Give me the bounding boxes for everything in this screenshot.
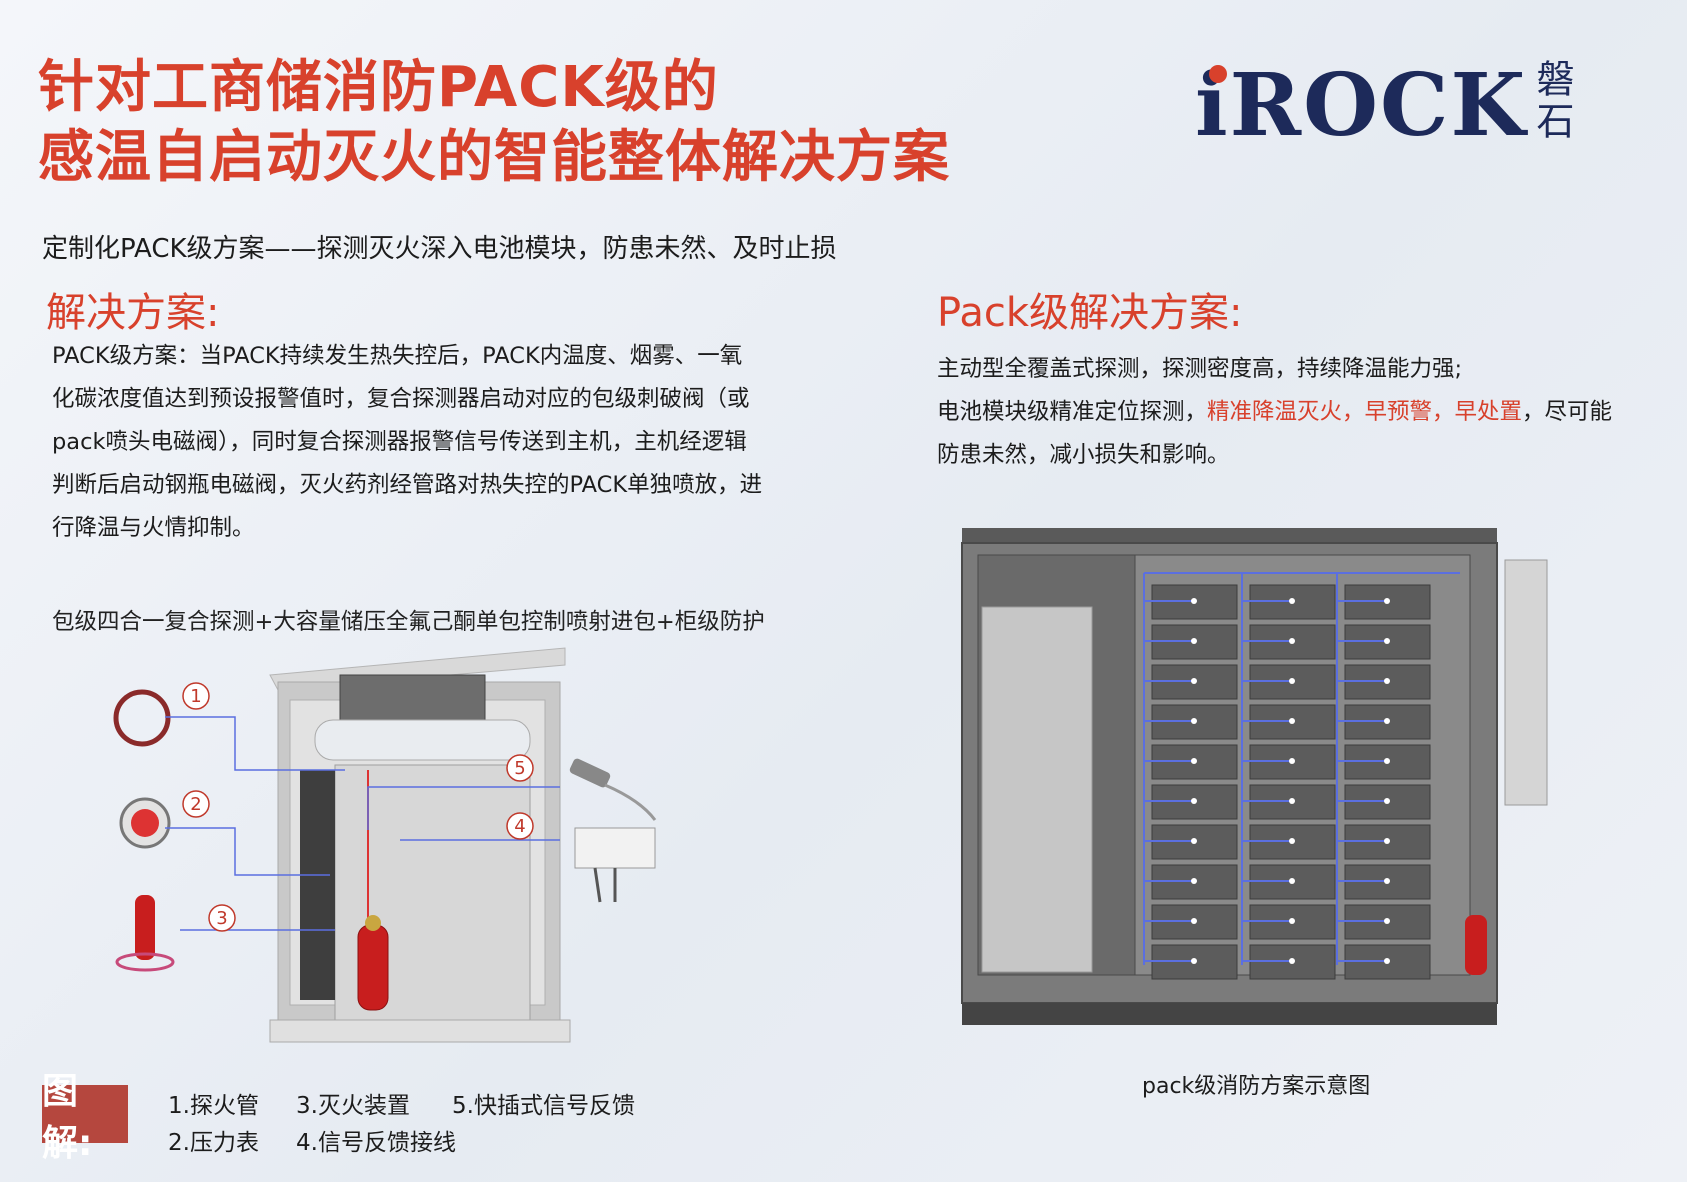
pack-nozzle bbox=[1289, 958, 1295, 964]
pack-nozzle bbox=[1384, 758, 1390, 764]
extinguisher-cylinder bbox=[357, 924, 389, 1011]
irock-logo: iROCK 磐石 bbox=[1195, 55, 1575, 165]
legend-item-detector-tube: 1.探火管 bbox=[168, 1093, 259, 1119]
left-description-line: 化碳浓度值达到预设报警值时，复合探测器启动对应的包级刺破阀（或 bbox=[52, 386, 750, 412]
pack-nozzle bbox=[1191, 758, 1197, 764]
left-description-line: PACK级方案：当PACK持续发生热失控后，PACK内温度、烟雾、一氧 bbox=[52, 343, 743, 369]
marker-4-text: 4 bbox=[514, 816, 525, 837]
right-line2-highlight: 精准降温灭火，早预警，早处置 bbox=[1207, 399, 1523, 425]
marker-1: 1 bbox=[182, 682, 210, 710]
pack-nozzle bbox=[1384, 838, 1390, 844]
right-description-line: 主动型全覆盖式探测，探测密度高，持续降温能力强; bbox=[937, 356, 1463, 382]
right-description-line: 防患未然，减小损失和影响。 bbox=[937, 442, 1230, 468]
side-ac-unit bbox=[1504, 559, 1548, 806]
extinguisher-valve bbox=[365, 915, 381, 931]
marker-2-text: 2 bbox=[190, 794, 201, 815]
pack-nozzle bbox=[1289, 798, 1295, 804]
pack-nozzle bbox=[1384, 798, 1390, 804]
left-description-line: 行降温与火情抑制。 bbox=[52, 515, 255, 541]
right-section-heading: Pack级解决方案: bbox=[937, 290, 1243, 336]
pack-nozzle bbox=[1289, 638, 1295, 644]
legend-item-extinguisher: 3.灭火装置 bbox=[296, 1093, 410, 1119]
pack-nozzle bbox=[1384, 718, 1390, 724]
pack-nozzle bbox=[1191, 638, 1197, 644]
marker-3-text: 3 bbox=[216, 908, 227, 929]
marker-3: 3 bbox=[208, 904, 236, 932]
logo-chinese: 磐石 bbox=[1530, 59, 1574, 143]
marker-5: 5 bbox=[506, 754, 534, 782]
outdoor-cabinet-diagram: 1 2 3 4 5 bbox=[113, 647, 657, 1043]
cabinet-pallet bbox=[269, 1019, 571, 1043]
container-extinguisher-icon bbox=[1465, 915, 1487, 975]
pack-nozzle bbox=[1289, 758, 1295, 764]
extinguisher-hose-icon bbox=[115, 952, 175, 972]
diagram-caption: pack级消防方案示意图 bbox=[1142, 1074, 1371, 1099]
marker-4: 4 bbox=[506, 812, 534, 840]
pack-nozzle bbox=[1289, 678, 1295, 684]
pack-nozzle bbox=[1384, 678, 1390, 684]
logo-text: iROCK bbox=[1195, 55, 1528, 156]
detector-tube-icon bbox=[113, 689, 171, 747]
right-description: 主动型全覆盖式探测，探测密度高，持续降温能力强; 电池模块级精准定位探测，精准降… bbox=[937, 348, 1667, 477]
sensor-cable-icon bbox=[604, 783, 657, 821]
pack-nozzle bbox=[1289, 718, 1295, 724]
battery-rack-column bbox=[1336, 573, 1431, 980]
pack-nozzle bbox=[1191, 678, 1197, 684]
container-base bbox=[962, 1003, 1497, 1025]
pack-nozzle bbox=[1289, 878, 1295, 884]
pack-nozzle bbox=[1289, 918, 1295, 924]
pack-nozzle bbox=[1191, 598, 1197, 604]
pack-nozzle bbox=[1384, 638, 1390, 644]
pack-container-diagram bbox=[961, 528, 1548, 1025]
signal-wires-icon bbox=[593, 867, 617, 903]
callout-line-5 bbox=[367, 786, 560, 830]
marker-5-text: 5 bbox=[514, 758, 525, 779]
battery-racks bbox=[1143, 572, 1460, 980]
pack-nozzle bbox=[1191, 878, 1197, 884]
marker-1-text: 1 bbox=[190, 686, 201, 707]
pack-nozzle bbox=[1384, 598, 1390, 604]
left-description-line: pack喷头电磁阀），同时复合探测器报警信号传送到主机，主机经逻辑 bbox=[52, 429, 747, 455]
legend-item-signal-wiring: 4.信号反馈接线 bbox=[296, 1130, 456, 1156]
pack-nozzle bbox=[1289, 838, 1295, 844]
pack-nozzle bbox=[1384, 918, 1390, 924]
marker-2: 2 bbox=[182, 790, 210, 818]
pack-nozzle bbox=[1191, 798, 1197, 804]
left-description: PACK级方案：当PACK持续发生热失控后，PACK内温度、烟雾、一氧 化碳浓度… bbox=[52, 335, 812, 550]
container-roof bbox=[962, 528, 1497, 546]
battery-rack-column bbox=[1241, 573, 1336, 980]
battery-rack bbox=[300, 770, 335, 1000]
protection-summary: 包级四合一复合探测+大容量储压全氟己酮单包控制喷射进包+柜级防护 bbox=[52, 609, 765, 635]
callout-line-1 bbox=[165, 716, 345, 771]
right-line2-start: 电池模块级精准定位探测， bbox=[937, 399, 1208, 425]
right-line2-end: ，尽可能 bbox=[1522, 399, 1613, 425]
pack-nozzle bbox=[1384, 878, 1390, 884]
pack-nozzle bbox=[1191, 918, 1197, 924]
pack-nozzle bbox=[1289, 598, 1295, 604]
left-description-line: 判断后启动钢瓶电磁阀，灭火药剂经管路对热失控的PACK单独喷放，进 bbox=[52, 472, 763, 498]
battery-rack-column bbox=[1143, 573, 1238, 980]
pack-nozzle bbox=[1191, 718, 1197, 724]
pack-nozzle bbox=[1384, 958, 1390, 964]
control-door bbox=[981, 606, 1093, 973]
pack-nozzle bbox=[1191, 838, 1197, 844]
terminal-block-icon bbox=[574, 827, 656, 869]
title-line-1: 针对工商储消防PACK级的 bbox=[38, 55, 719, 120]
legend-badge: 图解: bbox=[42, 1071, 128, 1164]
subtitle: 定制化PACK级方案——探测灭火深入电池模块，防患未然、及时止损 bbox=[42, 234, 837, 264]
legend-item-pressure-gauge: 2.压力表 bbox=[168, 1130, 259, 1156]
pack-nozzle bbox=[1191, 958, 1197, 964]
right-description-line: 电池模块级精准定位探测，精准降温灭火，早预警，早处置，尽可能 bbox=[937, 391, 1667, 434]
legend-item-quick-plug: 5.快插式信号反馈 bbox=[452, 1093, 635, 1119]
pressure-gauge-face bbox=[131, 809, 159, 837]
quick-plug-sensor-icon bbox=[569, 758, 611, 788]
air-duct bbox=[314, 719, 531, 761]
logo-dot-icon bbox=[1209, 65, 1227, 83]
title-line-2: 感温自启动灭火的智能整体解决方案 bbox=[38, 125, 950, 190]
left-section-heading: 解决方案: bbox=[46, 290, 220, 336]
extinguisher-device-icon bbox=[135, 895, 155, 960]
callout-line-2 bbox=[165, 827, 330, 876]
